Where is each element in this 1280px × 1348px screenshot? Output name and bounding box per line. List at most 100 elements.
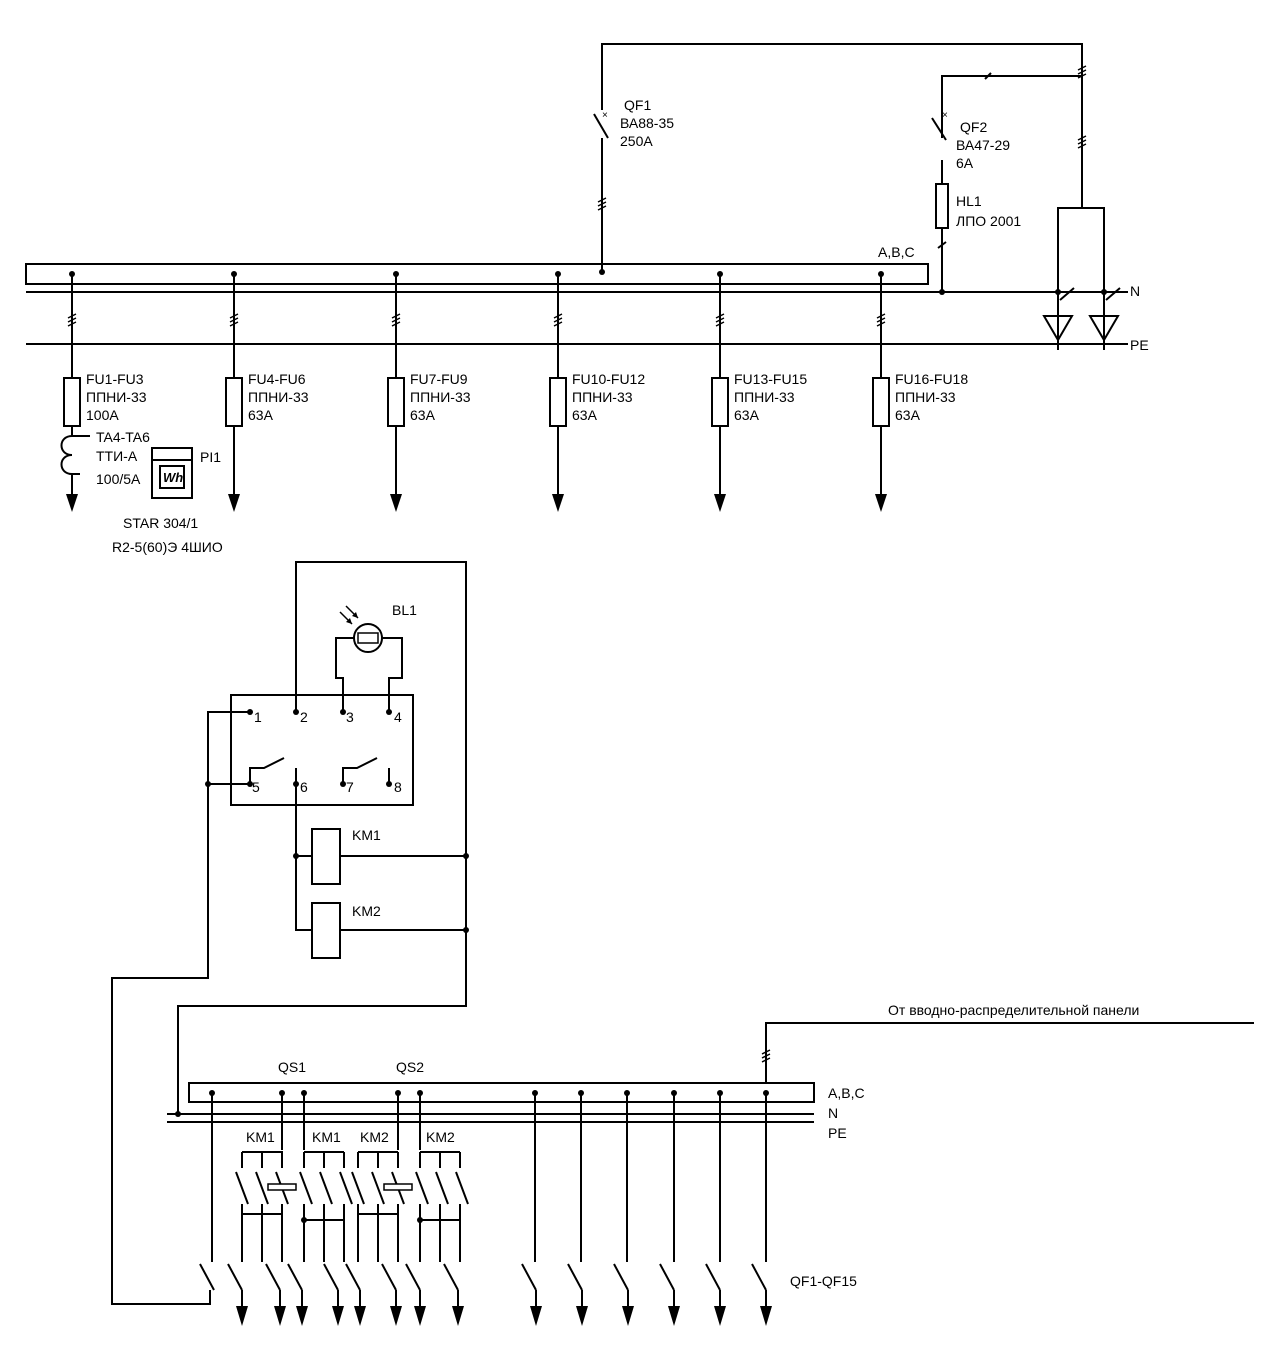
svg-text:FU4-FU6: FU4-FU6 xyxy=(248,371,306,387)
bus-taps xyxy=(209,1090,769,1262)
svg-text:FU16-FU18: FU16-FU18 xyxy=(895,371,968,387)
svg-text:ППНИ-33: ППНИ-33 xyxy=(572,389,633,405)
source-label: От вводно-распределительной панели xyxy=(888,1002,1139,1018)
svg-text:N: N xyxy=(828,1105,838,1121)
svg-text:ТТИ-А: ТТИ-А xyxy=(96,448,138,464)
svg-text:63А: 63А xyxy=(895,407,921,423)
svg-text:ППНИ-33: ППНИ-33 xyxy=(248,389,309,405)
qf1-feed: × xyxy=(593,43,1083,275)
bl1-photosensor: BL1 xyxy=(335,602,417,712)
lower-panel: От вводно-распределительной панели A,B,C… xyxy=(167,1002,1254,1326)
svg-text:2: 2 xyxy=(300,709,308,725)
svg-text:ВА88-35: ВА88-35 xyxy=(620,115,674,131)
hl1-label: HL1 ЛПО 2001 xyxy=(956,193,1021,229)
svg-text:63А: 63А xyxy=(410,407,436,423)
svg-text:KM2: KM2 xyxy=(426,1129,455,1145)
svg-text:3: 3 xyxy=(346,709,354,725)
svg-text:5: 5 xyxy=(252,779,260,795)
svg-text:63А: 63А xyxy=(572,407,598,423)
hl1-lamp xyxy=(935,183,949,229)
outgoing-breakers xyxy=(199,1263,772,1326)
upper-bus-label: A,B,C xyxy=(878,244,915,260)
contactor-group-km2-a xyxy=(351,1151,413,1262)
svg-text:100/5А: 100/5А xyxy=(96,471,141,487)
svg-text:QF1: QF1 xyxy=(624,97,651,113)
svg-text:BL1: BL1 xyxy=(392,602,417,618)
svg-text:ППНИ-33: ППНИ-33 xyxy=(734,389,795,405)
svg-text:100А: 100А xyxy=(86,407,119,423)
svg-text:STAR 304/1: STAR 304/1 xyxy=(123,515,198,531)
qs2-label: QS2 xyxy=(396,1059,424,1075)
svg-text:×: × xyxy=(602,110,608,121)
svg-text:ЛПО 2001: ЛПО 2001 xyxy=(956,213,1021,229)
svg-text:Wh: Wh xyxy=(163,470,183,485)
lower-bus-abc xyxy=(188,1082,815,1103)
ct-label: TA4-TA6 ТТИ-А 100/5А xyxy=(96,429,150,487)
km1-coil xyxy=(311,828,341,885)
svg-text:KM2: KM2 xyxy=(360,1129,389,1145)
relay-contacts: 5 6 7 8 xyxy=(247,757,402,795)
upper-pe-label: PE xyxy=(1130,337,1149,353)
contactor-group-km1-b xyxy=(299,1151,353,1262)
svg-text:ППНИ-33: ППНИ-33 xyxy=(410,389,471,405)
surge-arrester xyxy=(1042,207,1121,350)
svg-text:8: 8 xyxy=(394,779,402,795)
qf1-label: QF1 ВА88-35 250А xyxy=(620,97,674,149)
contactor-group-km1-a xyxy=(235,1151,297,1262)
svg-text:KM1: KM1 xyxy=(246,1129,275,1145)
fuse-feeder-6-label: FU16-FU18 ППНИ-33 63А xyxy=(895,371,968,423)
fuse-feeder-1-label: FU1-FU3 ППНИ-33 100А xyxy=(86,371,147,423)
qf2-branch: × xyxy=(931,65,1087,295)
svg-text:FU7-FU9: FU7-FU9 xyxy=(410,371,468,387)
contactor-group-km2-b xyxy=(415,1151,469,1262)
qf2-label: QF2 ВА47-29 6А xyxy=(956,119,1010,171)
fuse-feeder-2 xyxy=(225,271,243,512)
photo-relay-housing xyxy=(230,694,414,806)
upper-panel: A,B,C N PE × QF1 ВА88-35 250А xyxy=(25,43,1149,555)
svg-text:ППНИ-33: ППНИ-33 xyxy=(895,389,956,405)
control-circuit: BL1 1 2 3 4 5 6 7 8 xyxy=(111,561,469,1305)
fuse-feeder-2-label: FU4-FU6 ППНИ-33 63А xyxy=(248,371,309,423)
svg-text:ВА47-29: ВА47-29 xyxy=(956,137,1010,153)
svg-text:R2-5(60)Э 4ШИО: R2-5(60)Э 4ШИО xyxy=(112,539,223,555)
breakers-label: QF1-QF15 xyxy=(790,1273,857,1289)
svg-text:6: 6 xyxy=(300,779,308,795)
svg-text:1: 1 xyxy=(254,709,262,725)
svg-text:ППНИ-33: ППНИ-33 xyxy=(86,389,147,405)
svg-text:HL1: HL1 xyxy=(956,193,982,209)
km2-coil xyxy=(311,902,341,959)
svg-text:QF2: QF2 xyxy=(960,119,987,135)
upper-bus-abc xyxy=(25,263,929,285)
svg-text:PI1: PI1 xyxy=(200,449,221,465)
fuse-feeder-3-label: FU7-FU9 ППНИ-33 63А xyxy=(410,371,471,423)
fuse-feeder-6 xyxy=(872,271,890,512)
fuse-feeder-4 xyxy=(549,271,567,512)
svg-text:63А: 63А xyxy=(734,407,760,423)
svg-text:FU13-FU15: FU13-FU15 xyxy=(734,371,807,387)
svg-text:KM1: KM1 xyxy=(312,1129,341,1145)
terminals-top: 1 2 3 4 xyxy=(247,709,402,725)
svg-text:PE: PE xyxy=(828,1125,847,1141)
svg-text:FU10-FU12: FU10-FU12 xyxy=(572,371,645,387)
fuse-feeder-1 xyxy=(60,271,90,512)
svg-text:4: 4 xyxy=(394,709,402,725)
svg-text:KM2: KM2 xyxy=(352,903,381,919)
fuse-feeder-5 xyxy=(711,271,729,512)
meter-label: STAR 304/1 R2-5(60)Э 4ШИО xyxy=(112,515,223,555)
upper-n-label: N xyxy=(1130,283,1140,299)
svg-text:63А: 63А xyxy=(248,407,274,423)
svg-text:250А: 250А xyxy=(620,133,653,149)
svg-text:7: 7 xyxy=(346,779,354,795)
svg-text:FU1-FU3: FU1-FU3 xyxy=(86,371,144,387)
svg-text:6А: 6А xyxy=(956,155,974,171)
qs1-label: QS1 xyxy=(278,1059,306,1075)
svg-text:×: × xyxy=(942,110,948,121)
svg-text:TA4-TA6: TA4-TA6 xyxy=(96,429,150,445)
svg-text:A,B,C: A,B,C xyxy=(828,1085,865,1101)
fuse-feeder-3 xyxy=(387,271,405,512)
svg-text:KM1: KM1 xyxy=(352,827,381,843)
fuse-feeder-5-label: FU13-FU15 ППНИ-33 63А xyxy=(734,371,807,423)
fuse-feeder-4-label: FU10-FU12 ППНИ-33 63А xyxy=(572,371,645,423)
energy-meter-pi1: Wh PI1 xyxy=(151,447,221,499)
